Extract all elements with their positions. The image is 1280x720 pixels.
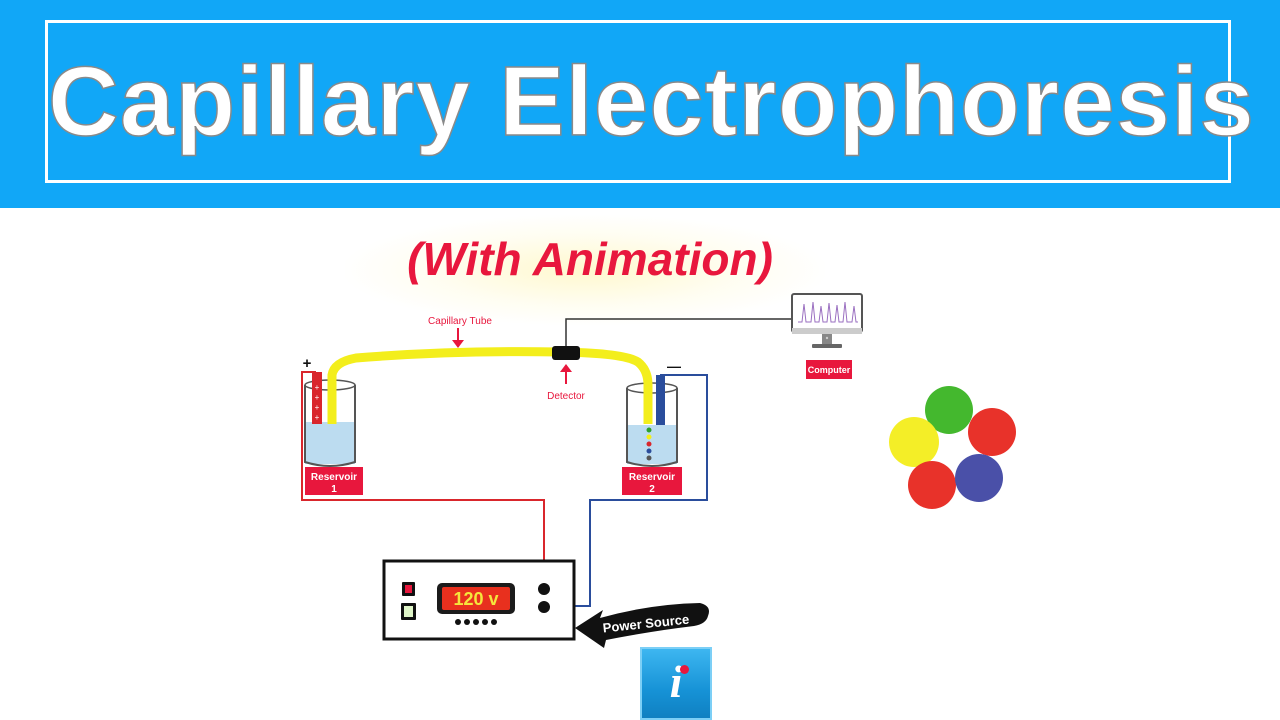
yellow-particle [889, 417, 939, 467]
capillary-tube-label: Capillary Tube [428, 316, 492, 327]
info-icon: i [669, 656, 683, 707]
computer-monitor-icon [791, 293, 863, 348]
minus-sign: — [667, 358, 681, 374]
green-particle [925, 386, 973, 434]
plus-sign: + [303, 355, 312, 372]
particle-cluster [889, 386, 1016, 509]
positive-terminal-icon [538, 583, 550, 595]
page-title: Capillary Electrophoresis [47, 45, 1255, 157]
detector-arrow-icon [560, 364, 572, 372]
reservoir-2-label: Reservoir [629, 472, 675, 483]
computer-tag [806, 360, 852, 379]
reservoir-1-tag [305, 467, 363, 495]
blue-particle [955, 454, 1003, 502]
computer-label: Computer [808, 365, 851, 375]
detector-label: Detector [547, 391, 585, 402]
voltage-readout: 120 v [453, 589, 498, 609]
cathode-electrode [656, 375, 665, 425]
svg-text:+: + [315, 383, 320, 392]
power-supply: 120 v [382, 559, 576, 641]
title-banner: Capillary Electrophoresis [0, 0, 1280, 208]
reservoir-1: + + + + [304, 372, 356, 467]
reservoir-2 [626, 375, 678, 467]
anode-wire [301, 371, 545, 588]
reservoir-2-number: 2 [649, 484, 655, 495]
cathode-wire [546, 374, 708, 607]
reservoir-1-label: Reservoir [311, 472, 357, 483]
capillary-tube [327, 347, 653, 424]
anode-electrode [312, 372, 322, 424]
svg-text:+: + [315, 413, 320, 422]
detector [552, 346, 580, 360]
negative-terminal-icon [538, 601, 550, 613]
reservoir-1-number: 1 [331, 484, 337, 495]
red-particle-right [968, 408, 1016, 456]
subtitle-glow [345, 215, 825, 325]
red-particle-bottom [908, 461, 956, 509]
svg-text:+: + [315, 393, 320, 402]
power-source-arrow-icon [575, 603, 709, 648]
svg-text:+: + [315, 403, 320, 412]
info-dot-icon [680, 665, 689, 674]
subtitle: (With Animation) [407, 233, 773, 285]
detector-cable [565, 318, 796, 350]
reservoir-2-tag [622, 467, 682, 495]
title-frame: Capillary Electrophoresis [45, 20, 1255, 183]
info-button[interactable]: i [640, 647, 712, 720]
